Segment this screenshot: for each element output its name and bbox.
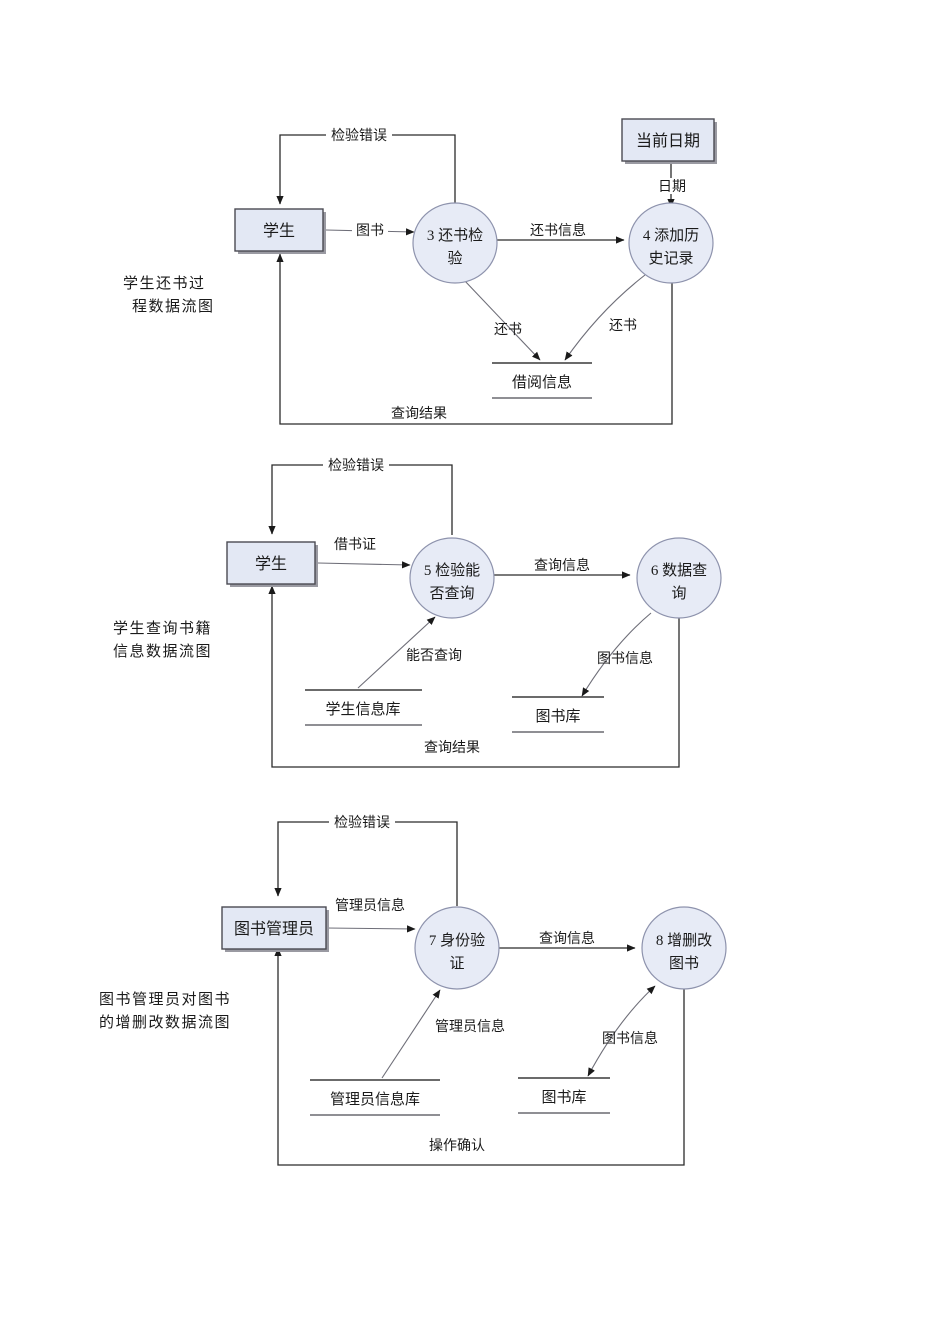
caption-diagram-2-line2: 信息数据流图 <box>113 643 212 660</box>
flow-return-left-path-1 <box>463 279 541 361</box>
caption-diagram-1-line1: 学生还书过 <box>123 275 206 292</box>
process-5-label-line2: 否查询 <box>429 585 474 602</box>
label-plate-check-error-1 <box>326 127 392 143</box>
flow-query-result-path-1 <box>276 253 673 425</box>
process-6-data-query[interactable] <box>636 537 722 619</box>
caption-diagram-1-line2: 程数据流图 <box>132 298 215 315</box>
flow-label-query-info-3: 查询信息 <box>539 930 595 947</box>
label-plate-check-error-3 <box>329 814 395 830</box>
flow-label-admin-info-bottom-3: 管理员信息 <box>435 1018 505 1035</box>
entity-student-label-2: 学生 <box>255 555 287 573</box>
flow-label-check-error-1: 检验错误 <box>331 128 387 144</box>
process-8-label-line1: 8 增删改 <box>656 932 712 949</box>
process-7-identity-verify[interactable] <box>414 906 500 990</box>
flow-op-confirm-path-3 <box>274 947 685 1166</box>
flow-query-result-path-2 <box>268 585 680 768</box>
store-borrow-label-1: 借阅信息 <box>512 374 572 391</box>
diagram-student-return-book: 学生 当前日期 3 还书检 验 4 添加历 史记录 借阅信息 检验错误 图书 还… <box>123 118 717 425</box>
flow-book-info-path-3 <box>587 985 656 1077</box>
flow-admin-info-top-path-3 <box>325 925 416 933</box>
flow-label-card-2: 借书证 <box>334 537 376 553</box>
flow-card-path-2 <box>317 561 411 569</box>
flow-check-error-path-3 <box>274 821 458 906</box>
flow-label-return-info-1: 还书信息 <box>530 222 586 239</box>
process-4-add-history[interactable] <box>628 202 714 284</box>
flow-label-can-query-2: 能否查询 <box>406 648 462 664</box>
flow-label-book-info-3: 图书信息 <box>602 1030 658 1047</box>
process-8-crud-book[interactable] <box>641 906 727 990</box>
diagram-student-query-book: 学生 5 检验能 否查询 6 数据查 询 学生信息库 图书库 检验错误 借书证 … <box>113 457 722 768</box>
flow-check-error-path-1 <box>276 134 456 205</box>
flow-book-info-path-2 <box>581 612 652 697</box>
process-5-query-check[interactable] <box>409 537 495 619</box>
flow-label-admin-info-top-3: 管理员信息 <box>335 897 405 914</box>
store-book-db-label-2: 图书库 <box>535 708 580 725</box>
flow-label-query-result-1: 查询结果 <box>391 406 447 422</box>
entity-student-1[interactable] <box>234 208 324 252</box>
entity-admin-3[interactable] <box>221 906 327 950</box>
process-3-label-line2: 验 <box>447 250 462 267</box>
label-plate-query-result-1 <box>385 404 453 422</box>
flow-label-query-result-2: 查询结果 <box>424 740 480 756</box>
label-plate-date-1 <box>653 178 691 194</box>
flow-label-check-error-3: 检验错误 <box>334 815 390 831</box>
process-4-label-line1: 4 添加历 <box>643 227 699 244</box>
flow-label-book-1: 图书 <box>356 223 384 239</box>
caption-diagram-2-line1: 学生查询书籍 <box>113 620 212 637</box>
caption-diagram-3-line2: 的增删改数据流图 <box>99 1014 231 1031</box>
entity-student-2[interactable] <box>226 541 316 585</box>
label-plate-op-confirm-3 <box>423 1136 491 1154</box>
flow-label-return-right-1: 还书 <box>609 318 637 334</box>
label-plate-query-result-2 <box>418 738 486 756</box>
flow-label-check-error-2: 检验错误 <box>328 458 384 474</box>
flow-check-error-path-2 <box>268 464 453 535</box>
label-plate-check-error-2 <box>323 457 389 473</box>
flow-return-right-path-1 <box>564 274 646 361</box>
entity-admin-label-3: 图书管理员 <box>234 920 314 938</box>
process-8-label-line2: 图书 <box>669 955 699 972</box>
process-4-label-line2: 史记录 <box>648 250 693 267</box>
store-admin-db-label-3: 管理员信息库 <box>330 1091 420 1108</box>
process-7-label-line1: 7 身份验 <box>429 932 485 949</box>
flow-label-query-info-2: 查询信息 <box>534 557 590 574</box>
caption-diagram-3-line1: 图书管理员对图书 <box>99 991 231 1008</box>
entity-student-label-1: 学生 <box>263 222 295 240</box>
flow-label-date-1: 日期 <box>658 179 686 195</box>
label-plate-book-1 <box>352 222 388 238</box>
flow-label-op-confirm-3: 操作确认 <box>429 1138 485 1154</box>
flow-can-query-path-2 <box>357 616 436 689</box>
process-6-label-line2: 询 <box>671 585 686 602</box>
store-book-db-label-3: 图书库 <box>541 1089 586 1106</box>
diagram-admin-modify-book: 图书管理员 7 身份验 证 8 增删改 图书 管理员信息库 图书库 检验错误 管… <box>99 814 727 1166</box>
process-3-label-line1: 3 还书检 <box>427 227 483 244</box>
entity-current-date-label-1: 当前日期 <box>636 132 700 150</box>
entity-current-date-1[interactable] <box>621 118 715 162</box>
flow-admin-info-bottom-path-3 <box>381 989 441 1079</box>
process-3-return-check[interactable] <box>412 202 498 284</box>
process-6-label-line1: 6 数据查 <box>651 562 707 579</box>
store-student-db-label-2: 学生信息库 <box>325 701 400 718</box>
flow-label-book-info-2: 图书信息 <box>597 650 653 667</box>
process-5-label-line1: 5 检验能 <box>424 562 480 579</box>
flow-label-return-left-1: 还书 <box>494 322 522 338</box>
process-7-label-line2: 证 <box>449 955 464 972</box>
